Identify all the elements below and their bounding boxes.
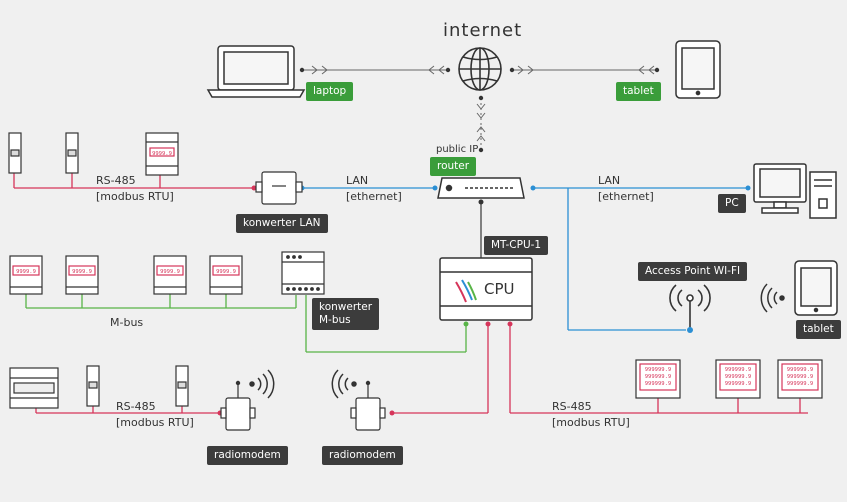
- energy-meter-top: [145, 132, 179, 176]
- router-icon: [437, 177, 525, 199]
- radiomodem-mid-tag: radiomodem: [322, 446, 403, 465]
- tablet-top-tag: tablet: [616, 82, 661, 101]
- radio-signal-left-icon: [249, 369, 275, 399]
- rs485-top-left-line: [13, 172, 254, 189]
- router-tag: router: [430, 157, 477, 176]
- mbus-meter-3: [153, 255, 187, 295]
- mbus-converter-icon: [281, 251, 325, 295]
- rs485-bottom-right-line: [509, 324, 808, 414]
- meter-reading: 999999.9: [787, 374, 814, 380]
- multi-meter-1: [635, 359, 681, 399]
- konwerter-mbus-line1: konwerter: [319, 301, 373, 313]
- tablet-right-tag: tablet: [796, 320, 841, 339]
- rail-meter-4: [175, 365, 189, 407]
- internet-links: [302, 65, 657, 150]
- lan-label: LAN: [346, 174, 369, 187]
- meter-reading: 999999.9: [645, 374, 672, 380]
- multi-meter-2: [715, 359, 761, 399]
- lan-converter-icon: [255, 171, 303, 205]
- radio-signal-mid-icon: [331, 369, 357, 399]
- meter-reading: 9999.9: [160, 269, 180, 275]
- rail-meter-2: [65, 132, 79, 174]
- rs485-label: RS-485: [96, 174, 136, 187]
- radiomodem-mid-icon: [350, 380, 386, 431]
- access-point-tag: Access Point WI-FI: [638, 262, 748, 281]
- mt-cpu-tag: MT-CPU-1: [484, 236, 549, 255]
- cpu-module-icon: [439, 257, 533, 321]
- access-point-icon: [669, 284, 711, 328]
- tablet-top-icon: [675, 40, 721, 99]
- wifi-signal-icon: [760, 283, 785, 313]
- tablet-right-icon: [794, 260, 838, 316]
- konwerter-mbus-tag: konwerter M-bus: [312, 298, 380, 330]
- konwerter-lan-tag: konwerter LAN: [236, 214, 328, 233]
- rs485-label: RS-485: [116, 400, 156, 413]
- meter-reading: 9999.9: [16, 269, 36, 275]
- laptop-tag: laptop: [306, 82, 354, 101]
- meter-reading: 9999.9: [72, 269, 92, 275]
- diagram-title: internet: [443, 20, 523, 41]
- lan-right-line: [533, 187, 748, 331]
- mbus-label: M-bus: [110, 316, 144, 329]
- meter-reading: 999999.9: [787, 381, 814, 387]
- cpu-label: CPU: [484, 280, 515, 298]
- cpu-radiomodem-line: [392, 324, 489, 414]
- meter-reading: 999999.9: [645, 367, 672, 373]
- pc-icon: [753, 163, 837, 219]
- rail-meter-1: [8, 132, 22, 174]
- radiomodem-left-tag: radiomodem: [207, 446, 288, 465]
- radiomodem-left-icon: [220, 380, 256, 431]
- modbus-label: [modbus RTU]: [116, 416, 194, 429]
- mbus-meter-2: [65, 255, 99, 295]
- meter-reading: 999999.9: [645, 381, 672, 387]
- meter-reading: 999999.9: [725, 367, 752, 373]
- ethernet-label: [ethernet]: [598, 190, 654, 203]
- rail-meter-3: [86, 365, 100, 407]
- modbus-label: [modbus RTU]: [552, 416, 630, 429]
- laptop-icon: [206, 45, 306, 98]
- modbus-label: [modbus RTU]: [96, 190, 174, 203]
- meter-reading: 9999.9: [152, 151, 172, 157]
- pc-tag: PC: [718, 194, 746, 213]
- ethernet-label: [ethernet]: [346, 190, 402, 203]
- meter-reading: 999999.9: [725, 381, 752, 387]
- meter-reading: 999999.9: [725, 374, 752, 380]
- multi-meter-3: [777, 359, 823, 399]
- mbus-line: [25, 293, 467, 353]
- mbus-meter-4: [209, 255, 243, 295]
- mbus-meter-1: [9, 255, 43, 295]
- meter-reading: 9999.9: [216, 269, 236, 275]
- io-module-icon: [9, 367, 59, 409]
- lan-label: LAN: [598, 174, 621, 187]
- meter-reading: 999999.9: [787, 367, 814, 373]
- public-ip-label: public IP: [436, 144, 479, 155]
- globe-icon: [458, 47, 502, 91]
- rs485-label: RS-485: [552, 400, 592, 413]
- konwerter-mbus-line2: M-bus: [319, 314, 351, 326]
